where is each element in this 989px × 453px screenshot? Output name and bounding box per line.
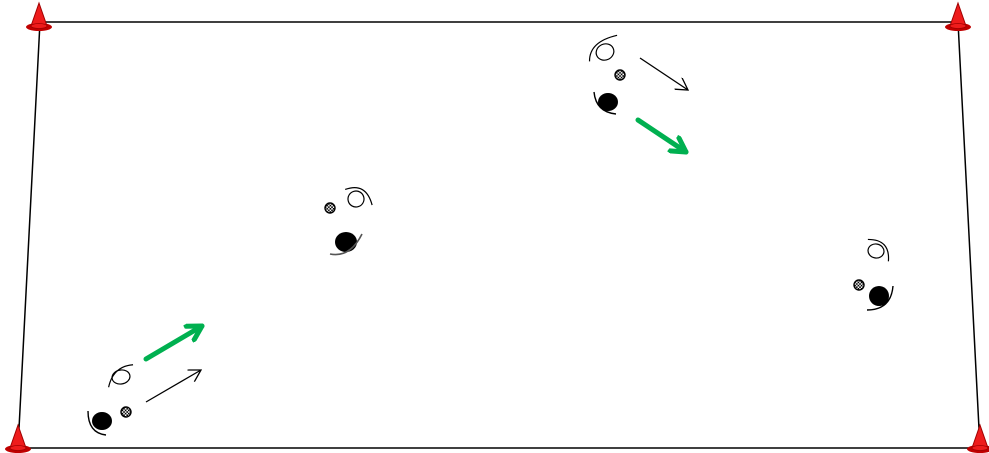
field-boundary: [17, 21, 981, 449]
cone-icon: [944, 2, 972, 32]
defender-player-icon: [87, 410, 112, 436]
defender-player-icon: [593, 91, 618, 115]
attacker-player-icon: [867, 238, 890, 262]
movement-arrow: [143, 323, 205, 362]
ball-icon: [853, 279, 865, 291]
ball-path-arrow: [639, 57, 688, 90]
cone-icon: [25, 2, 53, 32]
cone-icon: [966, 424, 989, 453]
ball-icon: [324, 202, 336, 214]
attacker-player-icon: [344, 186, 373, 208]
ball-icon: [614, 69, 626, 81]
attacker-player-icon: [108, 364, 134, 388]
ball-icon: [120, 406, 132, 418]
ball-path-arrow: [145, 370, 201, 403]
cone-icon: [4, 424, 32, 453]
defender-player-icon: [866, 285, 894, 311]
movement-arrow: [635, 117, 689, 155]
defender-player-icon: [329, 232, 363, 256]
attacker-player-icon: [588, 34, 618, 62]
